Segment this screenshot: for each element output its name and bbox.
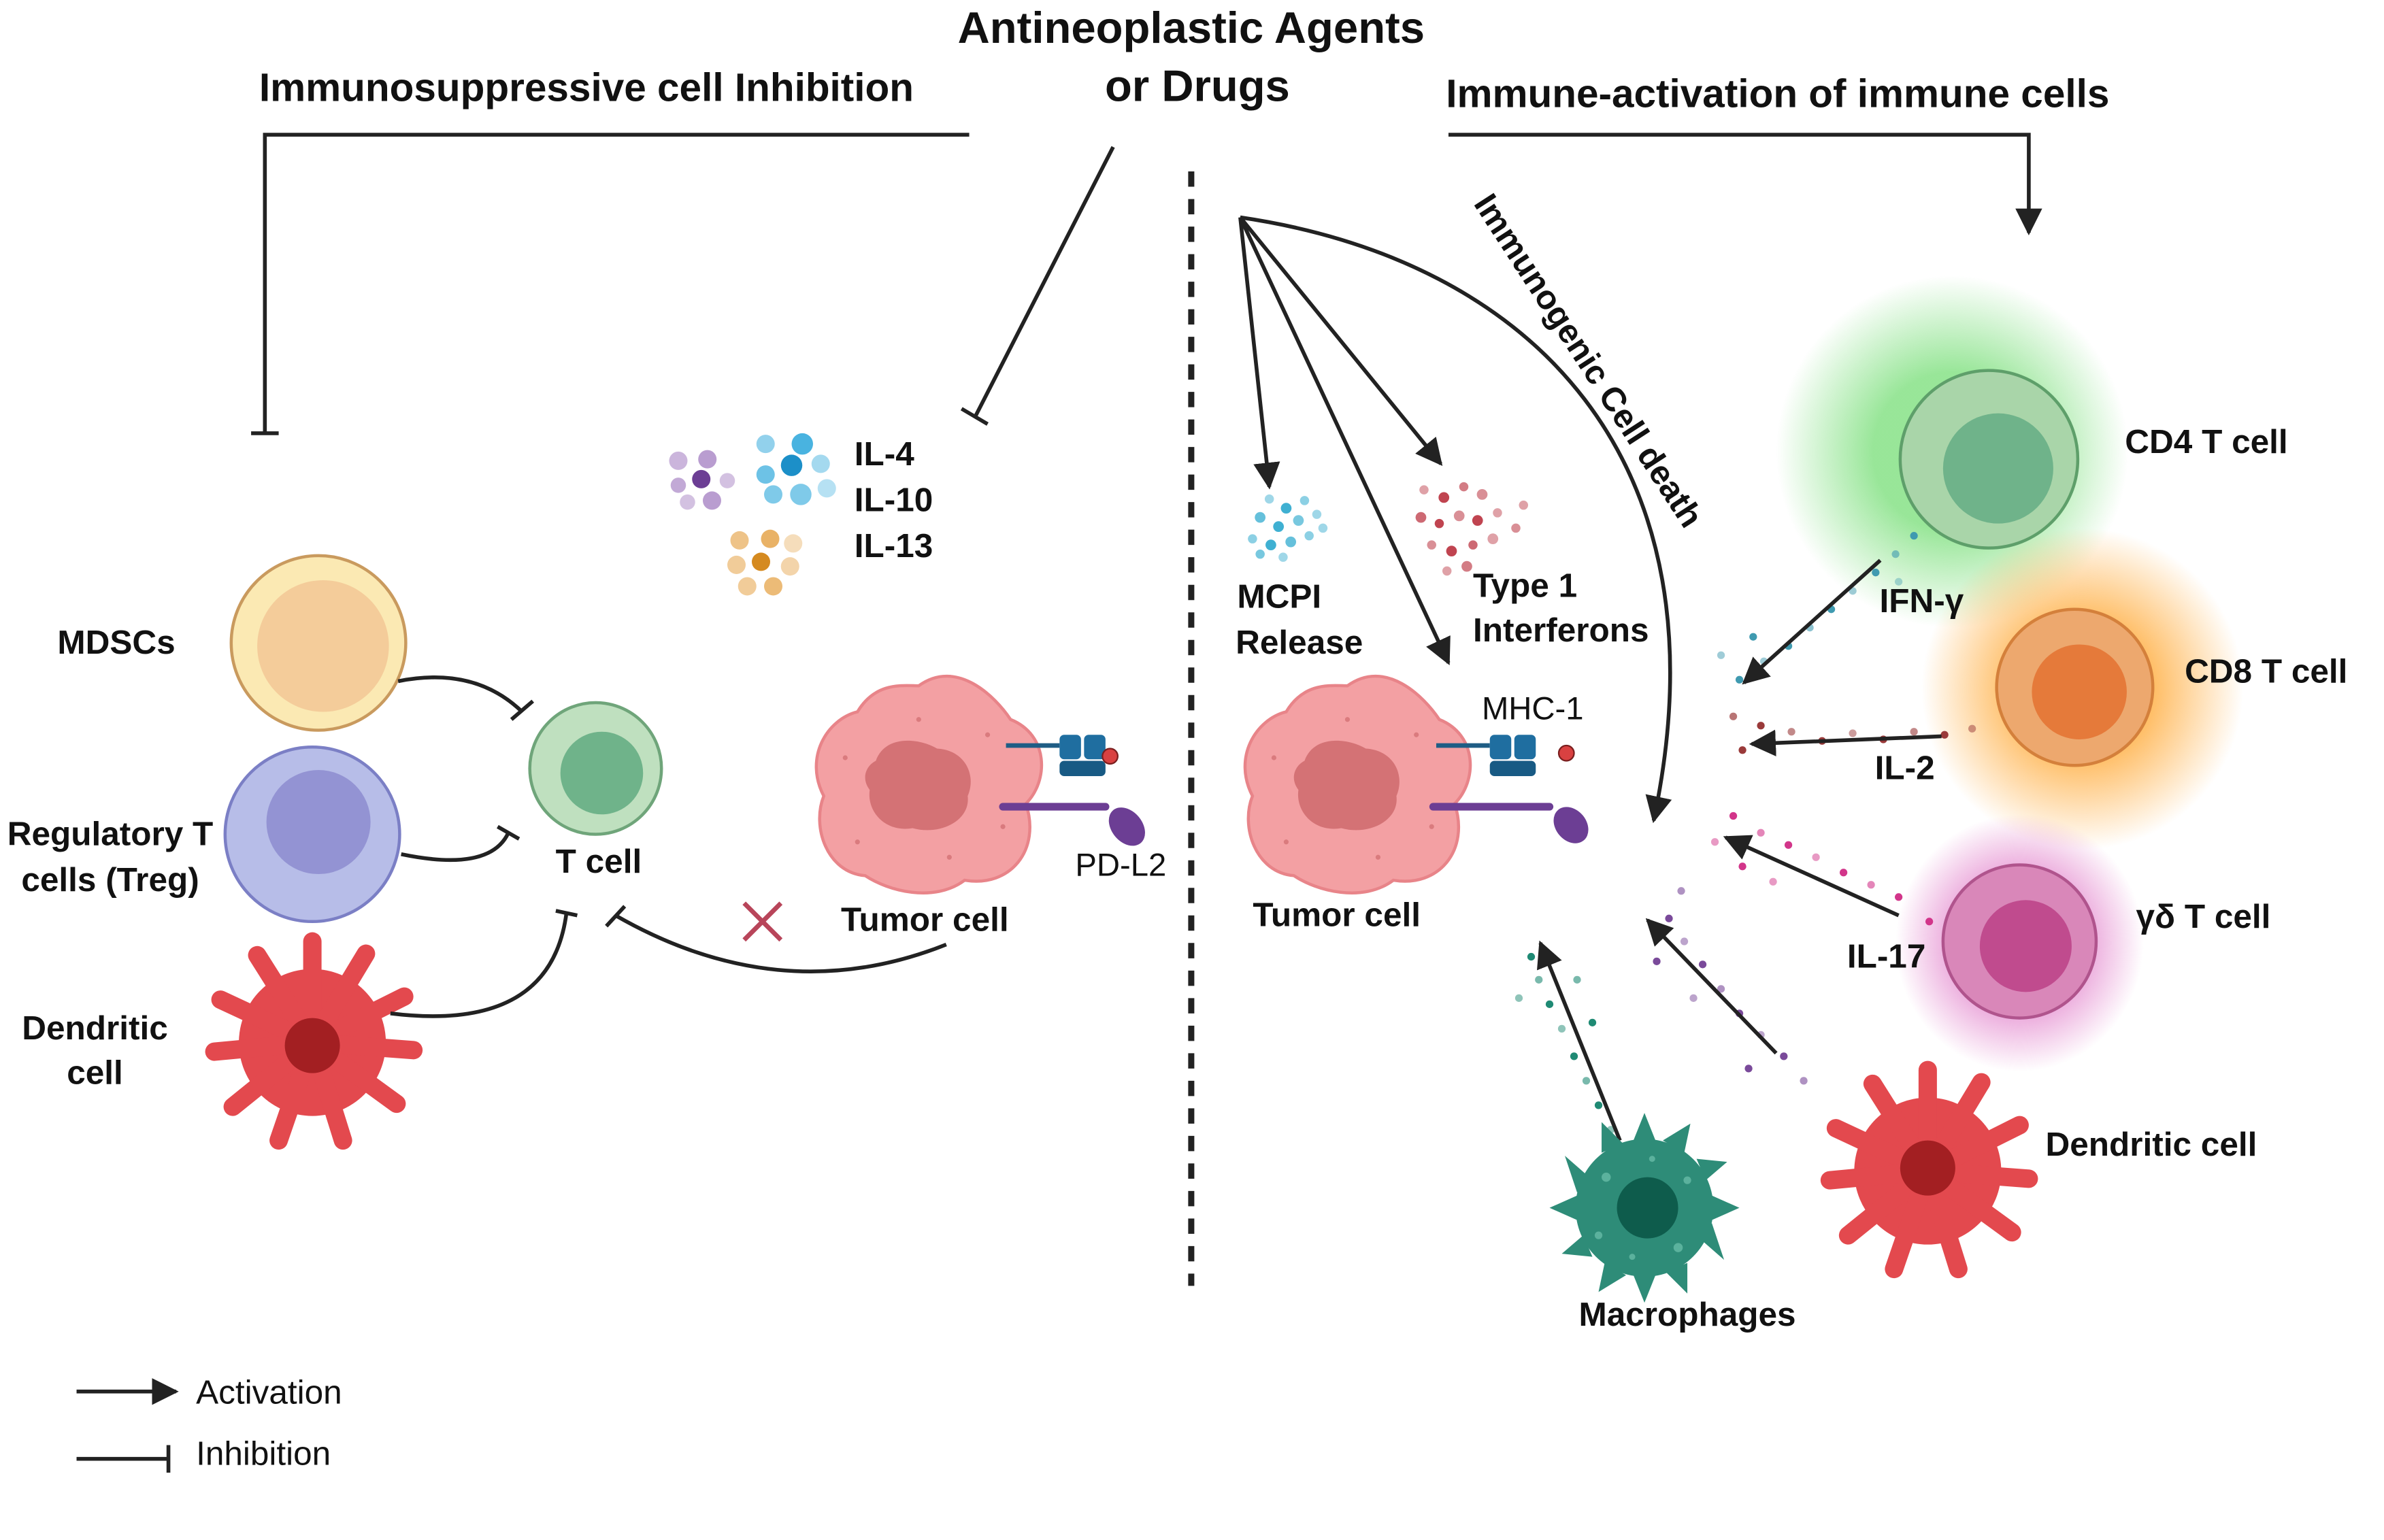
il17-label: IL-17 — [1847, 937, 1926, 975]
tumor-cell-right — [1243, 675, 1472, 894]
drug-fan-arrows — [1238, 215, 1672, 824]
cytokine-label-il4: IL-4 — [855, 435, 914, 473]
cytokine-label-il13: IL-13 — [855, 527, 933, 565]
inhibition-curves — [390, 675, 947, 1018]
mhc-receptor-left — [1006, 735, 1119, 777]
ifng-label: IFN-γ — [1880, 582, 1964, 620]
pdl2-receptor-right — [1429, 803, 1589, 843]
blocked-x-mark — [742, 901, 783, 942]
treg-label-line2: cells (Treg) — [21, 861, 199, 899]
legend-inhibition-label: Inhibition — [196, 1435, 331, 1473]
t-cell-label: T cell — [556, 843, 642, 880]
il17-arrow — [1723, 835, 1900, 918]
tumor-cell-right-label: Tumor cell — [1253, 897, 1421, 934]
mcpi-label-line2: Release — [1236, 624, 1363, 661]
gd-label: γδ T cell — [2136, 898, 2271, 935]
treg-label-line1: Regulatory T — [7, 815, 214, 852]
macrophage-arrow — [1536, 940, 1622, 1141]
icd-label: Immunogenic Cell death — [1467, 187, 1710, 534]
dendritic-right-label: Dendritic cell — [2046, 1126, 2257, 1163]
treg-cell — [223, 745, 401, 924]
mhc-receptor-right — [1436, 735, 1575, 777]
gd-t-cell — [1941, 863, 2098, 1020]
mcpi-label-line1: MCPI — [1237, 578, 1321, 615]
legend-activation-label: Activation — [196, 1374, 342, 1411]
il2-label: IL-2 — [1875, 750, 1935, 787]
dendritic-label-line2: cell — [67, 1054, 123, 1091]
right-activation-bracket — [1448, 133, 2042, 236]
dendritic-label-line1: Dendritic — [22, 1009, 168, 1047]
cd4-label: CD4 T cell — [2125, 423, 2287, 461]
cytokine-label-il10: IL-10 — [855, 482, 933, 519]
il2-arrow — [1749, 729, 1942, 756]
ifn-dots — [1415, 482, 1528, 576]
il17-trail — [1710, 811, 1934, 926]
dendritic-trail — [1653, 887, 1808, 1085]
dendritic-arrow — [1645, 918, 1778, 1055]
tumor-cell-left-label: Tumor cell — [841, 901, 1009, 938]
dendritic-cell-right — [1820, 1060, 2038, 1279]
title-line2: or Drugs — [1105, 61, 1290, 111]
cytokine-dots — [669, 433, 836, 596]
macrophage-label: Macrophages — [1579, 1296, 1796, 1333]
tumor-cell-left — [814, 675, 1044, 894]
title-line1: Antineoplastic Agents — [958, 3, 1425, 52]
ifn-label-line1: Type 1 — [1473, 567, 1577, 605]
ifng-arrow — [1742, 558, 1882, 685]
macrophage-cell — [1549, 1113, 1740, 1303]
mhc-label: MHC-1 — [1482, 691, 1584, 727]
cd8-t-cell — [1995, 607, 2155, 767]
mdsc-cell — [229, 554, 408, 732]
cd4-t-cell — [1898, 369, 2080, 550]
t-cell — [528, 701, 663, 836]
ifn-label-line2: Interferons — [1473, 612, 1649, 649]
macrophage-trail — [1514, 952, 1615, 1134]
pdl2-label: PD-L2 — [1075, 847, 1166, 883]
right-heading: Immune-activation of immune cells — [1446, 72, 2109, 116]
dendritic-cell-left — [205, 932, 423, 1150]
mcpi-dots — [1248, 494, 1328, 562]
pdl2-receptor-left — [999, 803, 1145, 846]
left-inhibition-bracket — [251, 133, 970, 435]
legend: Activation Inhibition — [76, 1374, 342, 1473]
cd8-label: CD8 T cell — [2185, 653, 2347, 690]
left-heading: Immunosuppressive cell Inhibition — [259, 66, 914, 110]
cytokine-inhibition-line — [960, 146, 1115, 426]
mdsc-label: MDSCs — [57, 624, 175, 661]
